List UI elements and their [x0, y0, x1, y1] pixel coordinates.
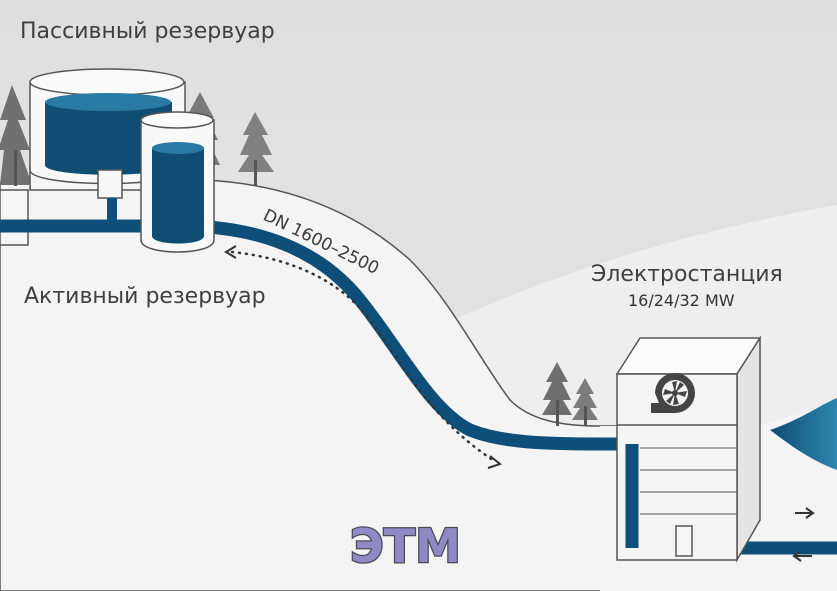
tree-icon: [0, 85, 32, 186]
flow-arrow-icon: [795, 507, 815, 519]
power-rating-label: 16/24/32 MW: [628, 291, 735, 310]
watermark-logo: ЭТМ: [350, 519, 461, 573]
flow-arrow-head-bottom: [487, 455, 503, 469]
flow-arrow-icon: [792, 550, 812, 562]
lower-lake: [770, 398, 837, 470]
outlet-valve: [675, 525, 693, 557]
passive-reservoir-label: Пассивный резервуар: [20, 19, 275, 44]
active-reservoir-label: Активный резервуар: [24, 284, 266, 309]
active-reservoir: [140, 111, 215, 253]
tree-icon: [238, 112, 274, 186]
left-structure: [0, 189, 29, 246]
power-station-label: Электростанция: [591, 262, 783, 287]
tree-icon: [572, 378, 598, 426]
valve-box: [97, 169, 123, 199]
tree-icon: [542, 362, 572, 426]
turbine-icon: [651, 373, 695, 413]
flow-arrow-head-top: [224, 245, 237, 259]
penstock-pipe: [0, 219, 837, 555]
